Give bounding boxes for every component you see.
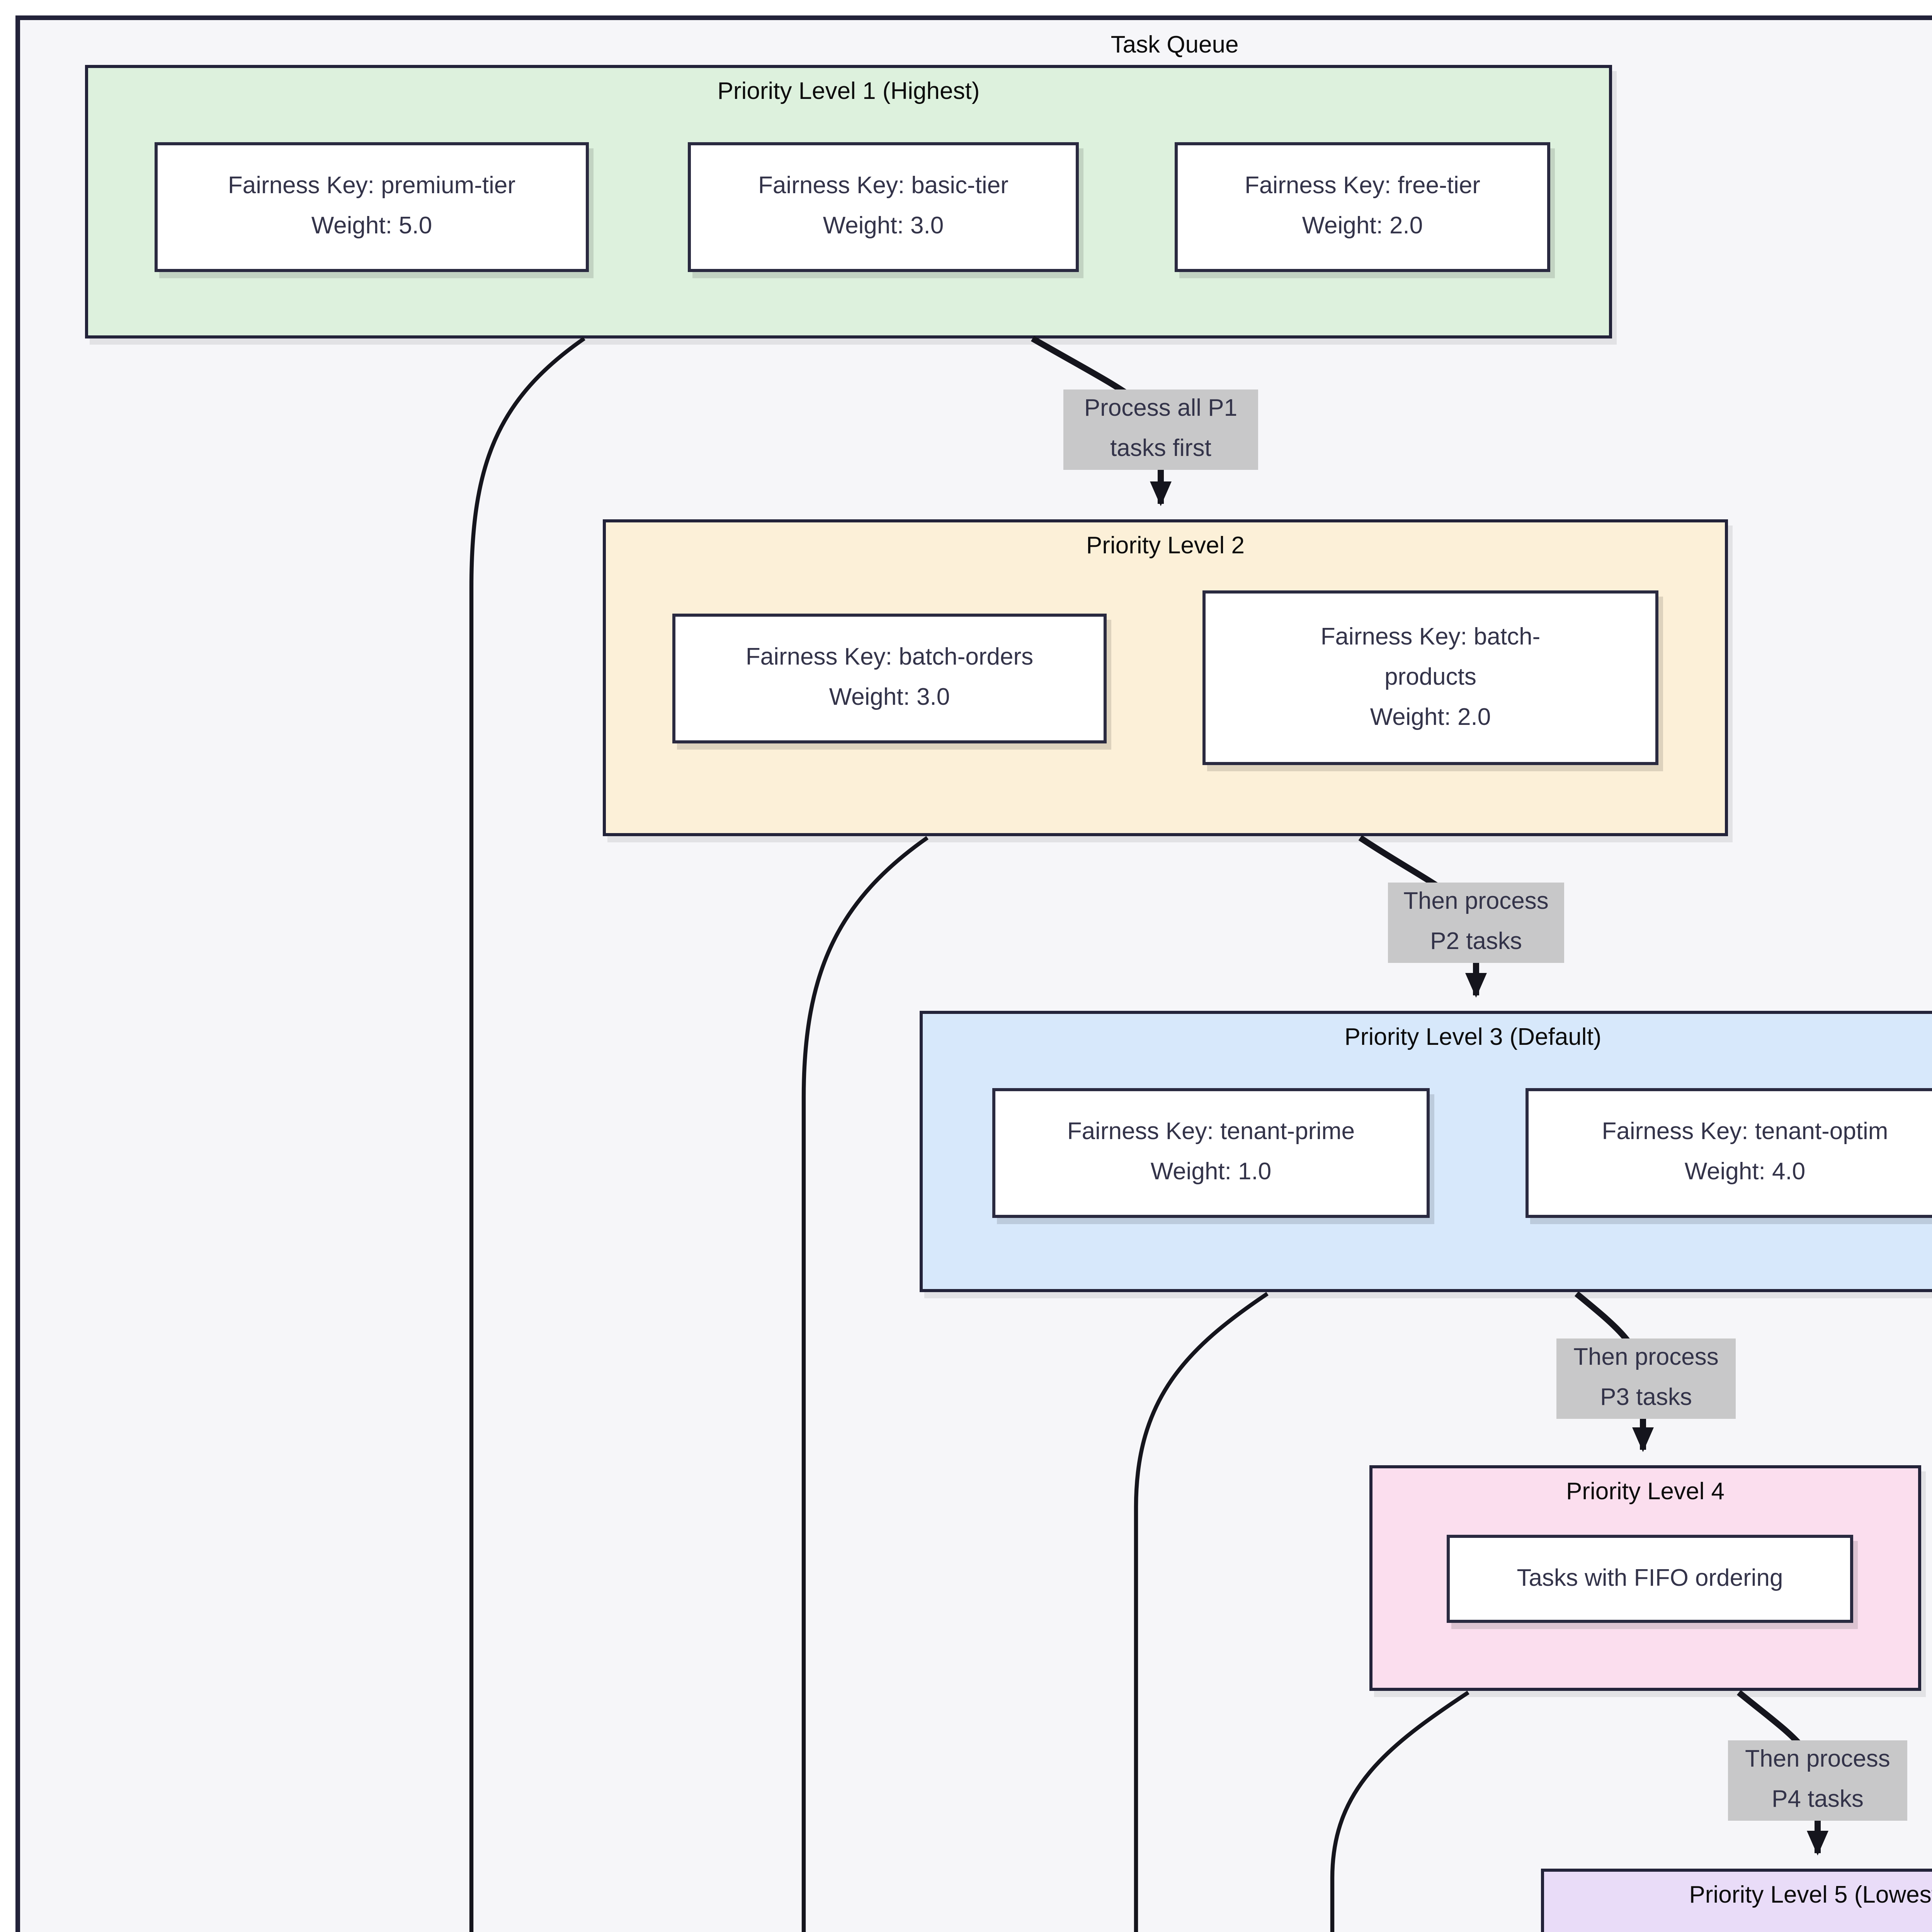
node-text-line: Fairness Key: free-tier: [1245, 173, 1480, 199]
node-tenant-prime: Fairness Key: tenant-prime Weight: 1.0: [992, 1088, 1430, 1218]
node-text-line: products: [1384, 664, 1476, 690]
node-batch-orders: Fairness Key: batch-orders Weight: 3.0: [672, 614, 1107, 743]
node-tenant-optim: Fairness Key: tenant-optim Weight: 4.0: [1526, 1088, 1932, 1218]
edge-label-line: Then process: [1573, 1345, 1719, 1371]
node-text-line: Weight: 2.0: [1302, 213, 1423, 240]
group-priority-level-5: Priority Level 5 (Lowest) Tasks with FIF…: [1541, 1869, 1932, 1932]
node-premium-tier: Fairness Key: premium-tier Weight: 5.0: [155, 142, 589, 272]
node-text-line: Fairness Key: tenant-prime: [1067, 1119, 1355, 1145]
edge-label-process-p1: Process all P1 tasks first: [1063, 389, 1258, 470]
node-text-line: Fairness Key: basic-tier: [758, 173, 1009, 199]
group-priority-level-2-title: Priority Level 2: [1086, 533, 1245, 560]
edge-label-process-p3: Then process P3 tasks: [1556, 1338, 1736, 1419]
group-priority-level-4: Priority Level 4 Tasks with FIFO orderin…: [1369, 1465, 1921, 1691]
group-priority-level-5-title: Priority Level 5 (Lowest): [1689, 1883, 1932, 1909]
node-text-line: Fairness Key: batch-: [1320, 624, 1541, 650]
group-priority-level-3: Priority Level 3 (Default) Fairness Key:…: [920, 1011, 1932, 1292]
node-text-line: Weight: 5.0: [311, 213, 432, 240]
group-priority-level-1: Priority Level 1 (Highest) Fairness Key:…: [85, 65, 1612, 338]
edge-label-line: Then process: [1745, 1747, 1890, 1773]
task-queue-title: Task Queue: [1111, 32, 1239, 59]
group-priority-level-4-title: Priority Level 4: [1566, 1479, 1725, 1505]
node-free-tier: Fairness Key: free-tier Weight: 2.0: [1175, 142, 1550, 272]
node-text-line: Fairness Key: premium-tier: [228, 173, 516, 199]
node-text-line: Weight: 2.0: [1370, 704, 1491, 730]
group-priority-level-2: Priority Level 2 Fairness Key: batch-ord…: [603, 519, 1728, 836]
edge-label-line: P3 tasks: [1600, 1385, 1692, 1411]
group-priority-level-3-title: Priority Level 3 (Default): [1344, 1025, 1602, 1051]
group-priority-level-1-title: Priority Level 1 (Highest): [717, 79, 980, 105]
node-text-line: Fairness Key: batch-orders: [745, 645, 1034, 671]
node-text-line: Weight: 3.0: [823, 213, 944, 240]
edge-label-process-p2: Then process P2 tasks: [1388, 883, 1564, 963]
node-text-line: Fairness Key: tenant-optim: [1602, 1119, 1888, 1145]
node-text-line: Weight: 3.0: [829, 685, 950, 711]
node-fifo-p4: Tasks with FIFO ordering: [1447, 1535, 1853, 1623]
node-batch-products: Fairness Key: batch- products Weight: 2.…: [1202, 590, 1658, 765]
node-text-line: Tasks with FIFO ordering: [1517, 1565, 1783, 1591]
node-text-line: Weight: 1.0: [1150, 1159, 1272, 1185]
node-basic-tier: Fairness Key: basic-tier Weight: 3.0: [688, 142, 1079, 272]
edge-label-line: Process all P1: [1084, 396, 1238, 422]
edge-label-line: P2 tasks: [1430, 929, 1522, 955]
edge-label-line: Then process: [1403, 889, 1549, 915]
edge-label-process-p4: Then process P4 tasks: [1728, 1740, 1907, 1821]
edge-label-line: P4 tasks: [1772, 1787, 1864, 1813]
node-text-line: Weight: 4.0: [1684, 1159, 1806, 1185]
edge-label-line: tasks first: [1110, 436, 1211, 462]
